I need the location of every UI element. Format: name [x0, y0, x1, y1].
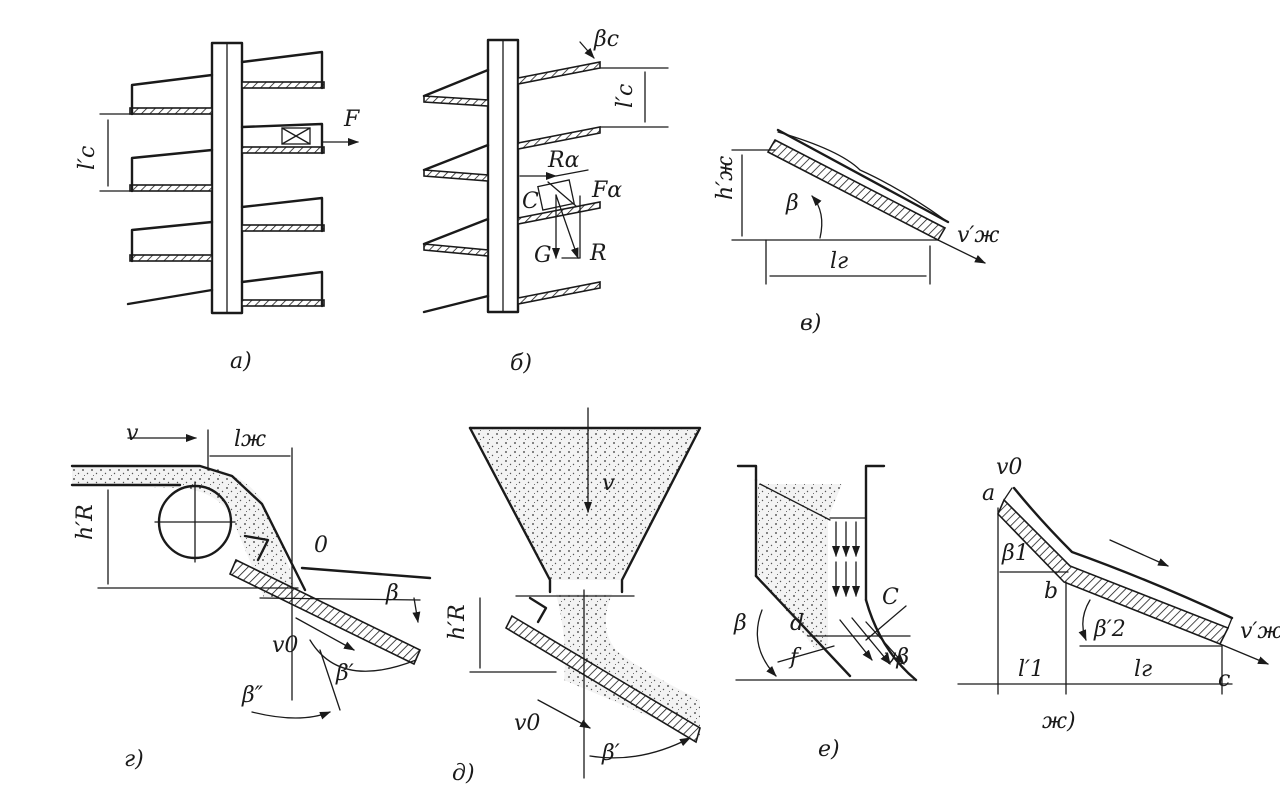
label-height-d: h′R	[445, 604, 470, 640]
label-point-g: 0	[314, 533, 328, 558]
label-height-g: h′R	[73, 504, 98, 540]
label-angle-prime-g: β′	[335, 661, 354, 686]
label-point-a-zh: a	[982, 481, 995, 506]
caption-a: а)	[230, 349, 252, 374]
label-velocity-e: vβ	[884, 645, 909, 670]
hopper-fill	[470, 428, 700, 580]
label-point-d-e: d	[790, 611, 804, 636]
caption-e: е)	[818, 737, 840, 762]
caption-b: б)	[510, 351, 532, 376]
valve-icon	[281, 127, 311, 145]
label-angle1-zh: β1	[1001, 541, 1029, 566]
chute-v	[766, 138, 947, 242]
label-velocity-out-zh: v′ж	[1240, 619, 1280, 644]
spiral-cups-left	[126, 73, 214, 306]
label-velocity-in-d: v	[602, 471, 615, 496]
label-velocity-out-d: v0	[514, 711, 540, 736]
label-length1-zh: l′1	[1018, 657, 1044, 682]
label-point-b-zh: b	[1044, 579, 1058, 604]
panel-d: h′R v v0 β′ д)	[445, 407, 702, 786]
inclined-blades-right	[517, 61, 601, 305]
label-velocity-out-g: v0	[272, 633, 298, 658]
hopper	[468, 426, 702, 594]
label-angle-g: β	[385, 581, 399, 606]
caption-g: г)	[124, 747, 144, 772]
label-length-v: lг	[830, 249, 848, 274]
label-angle2-zh: β′2	[1093, 617, 1126, 642]
label-angle-v: β	[785, 191, 799, 216]
panel-e: β d C f vβ е)	[733, 464, 918, 762]
label-angle-bc: βc	[593, 27, 619, 52]
label-point-c-e: C	[882, 585, 899, 610]
label-angle-e: β	[733, 611, 747, 636]
label-center-b: C	[522, 189, 539, 214]
caption-v: в)	[800, 311, 821, 336]
chute-d	[504, 614, 701, 744]
caption-d: д)	[452, 761, 475, 786]
label-length-g-zh: lг	[1134, 657, 1152, 682]
label-velocity-in-zh: v0	[996, 455, 1022, 480]
label-resultant: R	[589, 241, 607, 266]
panel-a: F l′c а)	[75, 41, 360, 374]
spiral-cups-right	[240, 50, 325, 308]
label-pitch-a: l′c	[75, 146, 100, 170]
label-velocity-in-g: v	[126, 421, 139, 446]
label-velocity-v: v′ж	[957, 223, 999, 248]
label-reaction: Rα	[547, 148, 580, 173]
label-point-c-zh: c	[1218, 667, 1230, 692]
label-gravity: G	[534, 243, 552, 268]
velocity-arrow-v	[937, 239, 986, 264]
label-angle-prime-d: β′	[601, 741, 620, 766]
force-polygon	[519, 169, 589, 259]
label-angle-dprime-g: β″	[241, 683, 264, 708]
label-pitch-b: l′c	[613, 84, 638, 108]
inclined-blades-left	[422, 68, 490, 314]
panel-v: v′ж h′ж β lг в)	[713, 128, 999, 336]
panel-g: v lж h′R 0 β v0 β′ β″ г)	[70, 421, 432, 772]
panel-zh: v′ж v0 a β1 b β′2 l′1 lг c ж)	[957, 455, 1280, 734]
caption-zh: ж)	[1042, 709, 1076, 734]
hopper-fill-e	[758, 484, 842, 650]
label-friction: Fα	[591, 178, 622, 203]
chute-g	[228, 558, 422, 666]
label-length-g: lж	[234, 427, 266, 452]
flow-arrows-e	[832, 521, 905, 665]
label-height-v: h′ж	[713, 156, 738, 200]
panel-b: βc l′c Rα Fα C G R б)	[422, 27, 669, 376]
label-force: F	[343, 107, 360, 132]
